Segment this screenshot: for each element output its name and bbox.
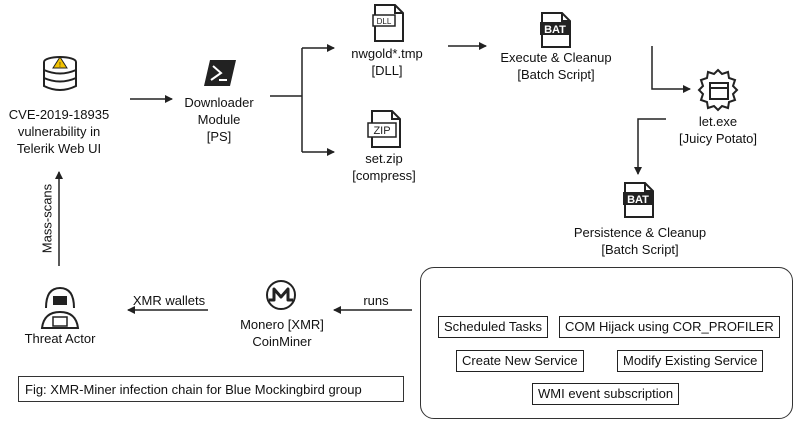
- xmr-wallets-label: XMR wallets: [132, 293, 206, 308]
- monero-icon: [266, 280, 296, 310]
- dll-file-icon: DLL: [372, 4, 404, 42]
- edge-execute-to-letexe: [651, 46, 691, 93]
- bat-file-icon: BAT: [540, 12, 571, 48]
- method-scheduled-tasks: Scheduled Tasks: [438, 316, 549, 338]
- miner-label: Monero [XMR]CoinMiner: [240, 317, 324, 349]
- method-com-hijack: COM Hijack using COR_PROFILER: [559, 316, 780, 338]
- persistence-label: Persistence & Cleanup[Batch Script]: [573, 225, 707, 257]
- mass-scans-label: Mass-scans: [39, 183, 55, 254]
- zip-file-icon: ZIP: [367, 110, 401, 148]
- zip-label: set.zip[compress]: [352, 151, 416, 183]
- svg-text:!: !: [59, 62, 61, 69]
- bat-badge-execute: BAT: [544, 24, 566, 36]
- zip-badge: ZIP: [373, 125, 390, 137]
- method-modify-service: Modify Existing Service: [617, 350, 764, 372]
- bat-file-icon: BAT: [623, 182, 654, 218]
- edges: [55, 42, 691, 314]
- gear-window-icon: [697, 68, 739, 112]
- tmp-label: nwgold*.tmp[DLL]: [351, 46, 423, 78]
- server-warning-icon: !: [43, 56, 77, 91]
- edge-letexe-to-persistence: [634, 118, 666, 175]
- bat-badge-persistence: BAT: [627, 194, 649, 206]
- method-wmi-subscription: WMI event subscription: [532, 383, 680, 405]
- method-create-service: Create New Service: [456, 350, 584, 372]
- execute-label: Execute & Cleanup[Batch Script]: [500, 50, 612, 82]
- actor-label: Threat Actor: [24, 331, 96, 346]
- runs-label: runs: [363, 293, 389, 308]
- letexe-label: let.exe[Juicy Potato]: [678, 114, 758, 146]
- hacker-icon: [40, 286, 80, 329]
- dll-badge: DLL: [377, 17, 392, 26]
- powershell-icon: [204, 60, 236, 86]
- figure-caption: Fig: XMR-Miner infection chain for Blue …: [18, 376, 404, 402]
